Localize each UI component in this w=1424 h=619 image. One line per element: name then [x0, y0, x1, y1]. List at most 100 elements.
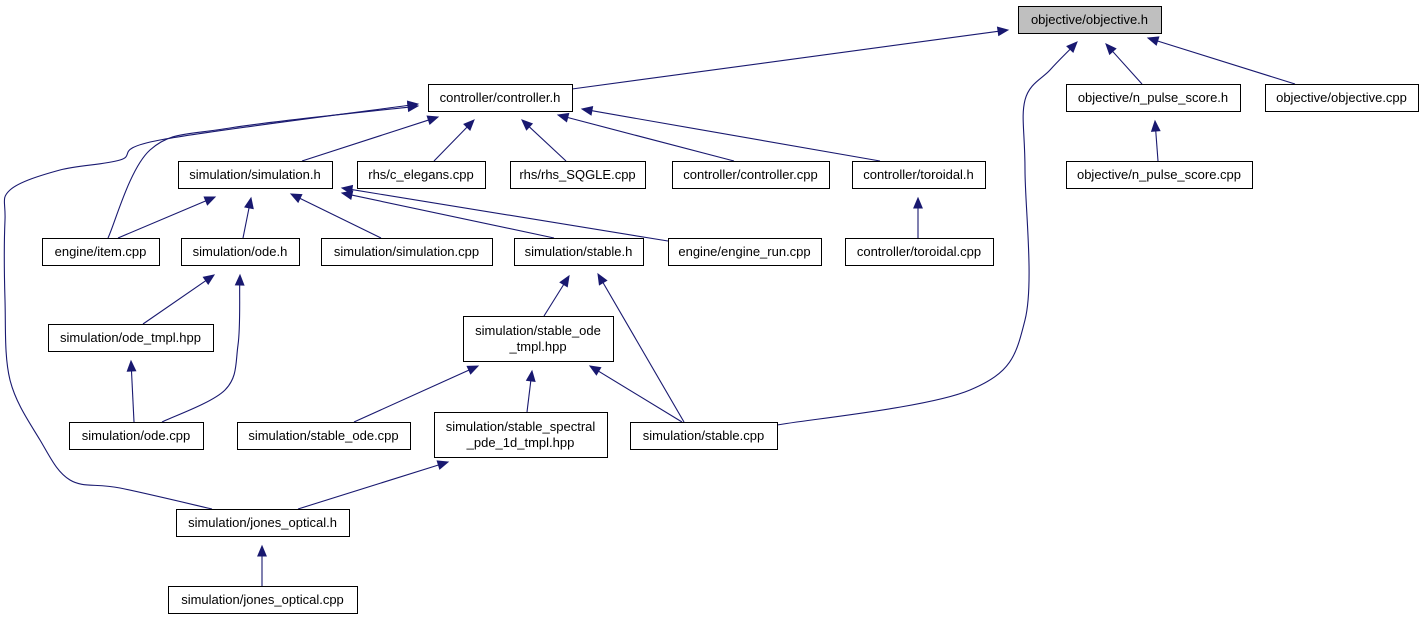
edge-line — [526, 380, 532, 413]
edge-line — [1112, 51, 1143, 85]
edge-line — [543, 284, 565, 317]
node-box — [428, 84, 573, 112]
arrowhead-icon — [463, 119, 475, 131]
edge-controller_cpp-to-controller_h — [556, 112, 735, 162]
arrowhead-icon — [406, 100, 420, 111]
edge-stable_cpp-to-objective_h — [776, 41, 1078, 426]
edge-line — [591, 110, 881, 162]
node-ode-cpp[interactable]: simulation/ode.cpp — [69, 422, 204, 450]
node-n-pulse-score-h[interactable]: objective/n_pulse_score.h — [1066, 84, 1241, 112]
arrowhead-icon — [913, 196, 923, 209]
edge-line — [1155, 130, 1159, 162]
node-item-cpp[interactable]: engine/item.cpp — [42, 238, 160, 266]
node-box — [1018, 6, 1162, 34]
edge-toroidal_cpp-to-toroidal_h — [913, 196, 923, 238]
arrowhead-icon — [289, 193, 303, 204]
arrowhead-icon — [556, 112, 570, 123]
node-objective-cpp[interactable]: objective/objective.cpp — [1265, 84, 1419, 112]
node-objective-h[interactable]: objective/objective.h — [1018, 6, 1162, 34]
node-label: simulation/ode_tmpl.hpp — [60, 330, 201, 345]
node-stable-h[interactable]: simulation/stable.h — [514, 238, 644, 266]
edge-stable_cpp-to-stable_h — [597, 272, 685, 423]
edge-stable_spectral_hpp-to-stable_ode_tmpl_hpp — [525, 369, 536, 413]
edge-n_pulse_score_h-to-objective_h — [1105, 43, 1143, 85]
node-label: engine/item.cpp — [55, 244, 147, 259]
node-label: simulation/stable_ode.cpp — [248, 428, 398, 443]
edge-jones_optical_h-to-controller_h — [3, 100, 420, 510]
edge-engine_run_cpp-to-simulation_h — [340, 184, 669, 242]
edge-line — [353, 369, 470, 423]
node-stable-ode-tmpl-hpp[interactable]: simulation/stable_ode_tmpl.hpp — [463, 316, 614, 362]
node-box — [237, 422, 411, 450]
edge-rhs_sqgle_cpp-to-controller_h — [521, 119, 567, 162]
node-label: _tmpl.hpp — [508, 339, 566, 354]
node-label: simulation/stable.cpp — [643, 428, 764, 443]
node-engine-run-cpp[interactable]: engine/engine_run.cpp — [668, 238, 822, 266]
edge-simulation_cpp-to-simulation_h — [289, 193, 382, 239]
node-label: objective/objective.h — [1031, 12, 1148, 27]
node-box — [845, 238, 994, 266]
edge-jones_optical_cpp-to-jones_optical_h — [257, 544, 267, 586]
arrowhead-icon — [126, 359, 137, 372]
node-label: controller/toroidal.h — [863, 167, 974, 182]
node-ode-h[interactable]: simulation/ode.h — [181, 238, 300, 266]
edge-item_cpp-to-simulation_h — [117, 196, 217, 239]
arrowhead-icon — [436, 460, 450, 470]
arrowhead-icon — [340, 184, 354, 195]
node-label: simulation/stable_spectral — [446, 419, 596, 434]
edge-layer — [3, 26, 1296, 586]
node-box — [510, 161, 646, 189]
node-box — [852, 161, 986, 189]
edge-line — [567, 116, 735, 162]
node-box — [668, 238, 822, 266]
node-box — [48, 324, 214, 352]
node-box — [42, 238, 160, 266]
arrowhead-icon — [1105, 43, 1117, 56]
edge-line — [3, 104, 409, 510]
edge-line — [161, 284, 241, 423]
edge-stable_h-to-simulation_h — [340, 190, 555, 239]
node-c-elegans-cpp[interactable]: rhs/c_elegans.cpp — [357, 161, 486, 189]
edge-line — [142, 280, 207, 325]
node-ode-tmpl-hpp[interactable]: simulation/ode_tmpl.hpp — [48, 324, 214, 352]
edge-line — [528, 126, 567, 162]
arrowhead-icon — [597, 272, 608, 286]
node-toroidal-h[interactable]: controller/toroidal.h — [852, 161, 986, 189]
node-stable-ode-cpp[interactable]: simulation/stable_ode.cpp — [237, 422, 411, 450]
node-box — [672, 161, 830, 189]
node-simulation-cpp[interactable]: simulation/simulation.cpp — [321, 238, 493, 266]
node-simulation-h[interactable]: simulation/simulation.h — [178, 161, 333, 189]
node-box — [630, 422, 778, 450]
edge-stable_ode_cpp-to-stable_ode_tmpl_hpp — [353, 365, 480, 423]
node-toroidal-cpp[interactable]: controller/toroidal.cpp — [845, 238, 994, 266]
arrowhead-icon — [202, 274, 216, 286]
arrowhead-icon — [559, 274, 570, 288]
node-label: controller/controller.cpp — [683, 167, 817, 182]
node-label: simulation/jones_optical.cpp — [181, 592, 344, 607]
node-layer: objective/objective.h controller/controll… — [42, 6, 1419, 614]
edge-jones_optical_h-to-stable_spectral_hpp — [297, 460, 450, 510]
edge-line — [301, 119, 429, 162]
node-box — [181, 238, 300, 266]
arrowhead-icon — [257, 544, 267, 557]
node-controller-h[interactable]: controller/controller.h — [428, 84, 573, 112]
node-n-pulse-score-cpp[interactable]: objective/n_pulse_score.cpp — [1066, 161, 1253, 189]
edge-line — [117, 200, 207, 239]
node-box — [463, 316, 614, 362]
node-box — [176, 509, 350, 537]
node-jones-optical-h[interactable]: simulation/jones_optical.h — [176, 509, 350, 537]
node-stable-cpp[interactable]: simulation/stable.cpp — [630, 422, 778, 450]
node-rhs-sqgle-cpp[interactable]: rhs/rhs_SQGLE.cpp — [510, 161, 646, 189]
edge-line — [130, 370, 135, 423]
node-label: simulation/jones_optical.h — [188, 515, 337, 530]
arrowhead-icon — [1146, 36, 1160, 46]
node-controller-cpp[interactable]: controller/controller.cpp — [672, 161, 830, 189]
node-label: simulation/ode.cpp — [82, 428, 190, 443]
node-label: objective/objective.cpp — [1276, 90, 1407, 105]
node-jones-optical-cpp[interactable]: simulation/jones_optical.cpp — [168, 586, 358, 614]
node-label: objective/n_pulse_score.cpp — [1077, 167, 1241, 182]
edge-line — [351, 194, 555, 239]
edge-ode_cpp-to-ode_tmpl_hpp — [126, 359, 137, 423]
node-stable-spectral-hpp[interactable]: simulation/stable_spectral_pde_1d_tmpl.h… — [434, 412, 608, 458]
node-label: simulation/simulation.cpp — [334, 244, 479, 259]
